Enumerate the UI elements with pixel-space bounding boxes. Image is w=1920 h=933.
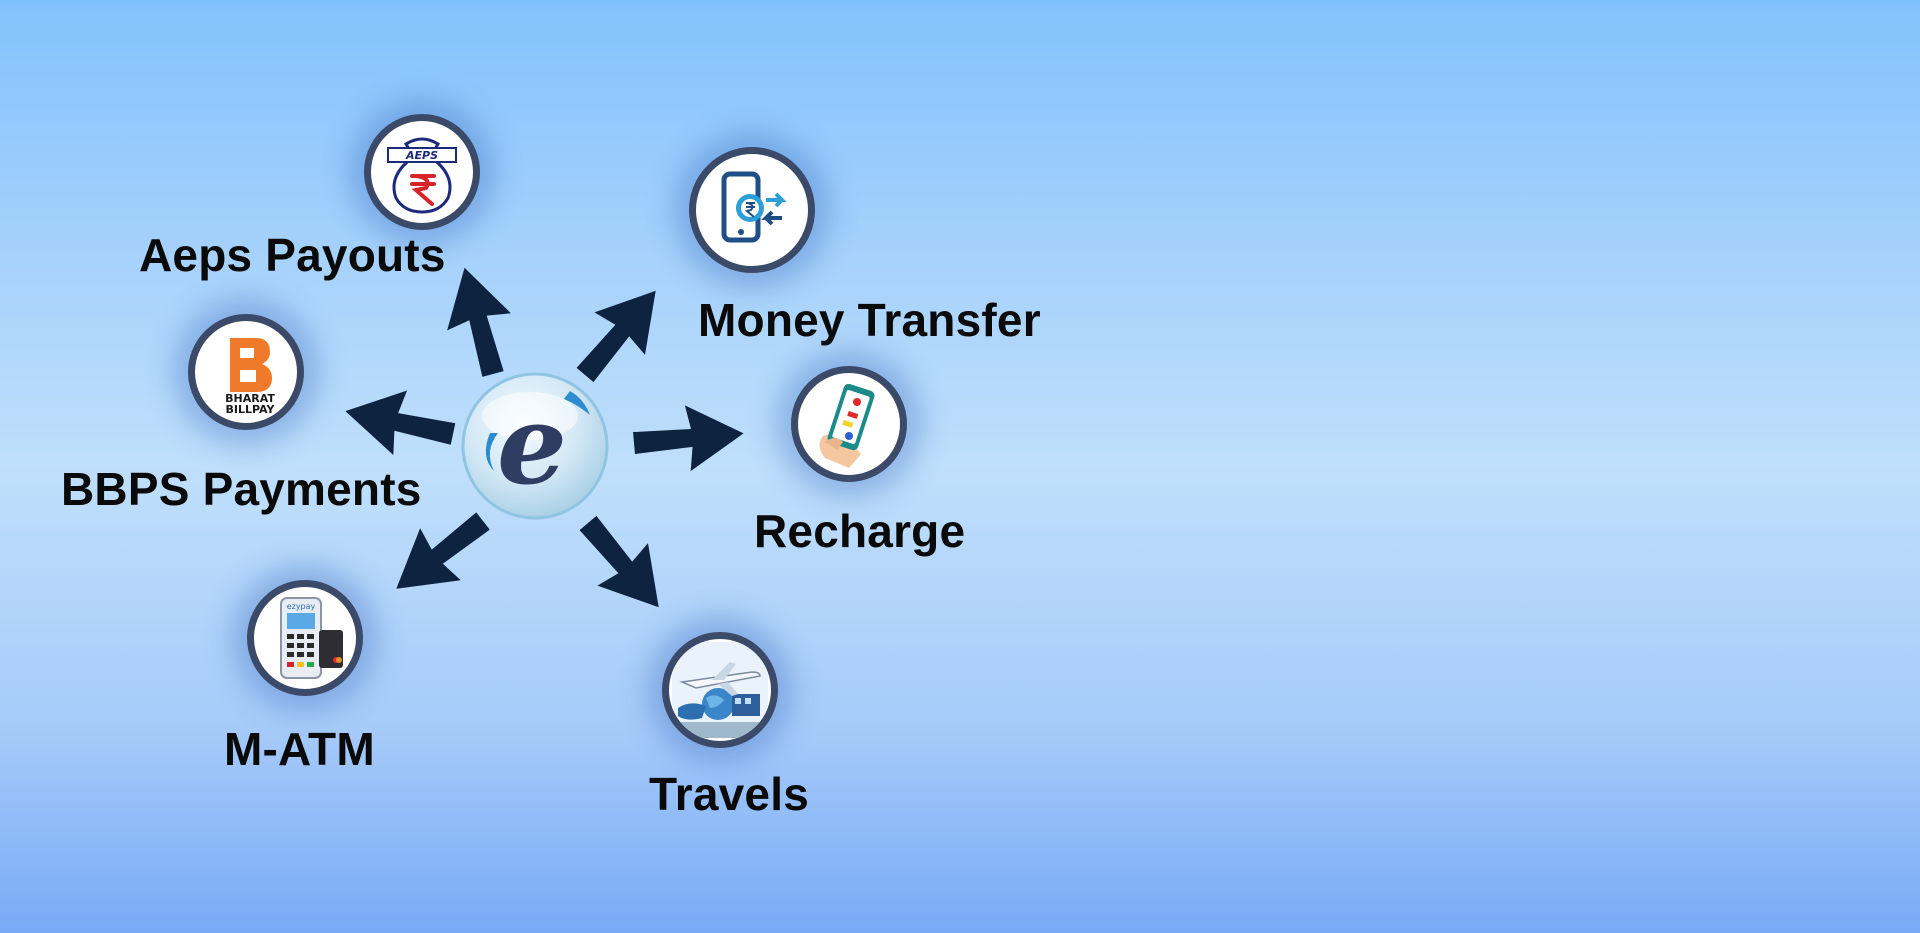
airplane-travel-icon: [672, 642, 768, 738]
bbps-icon-text-1: BHARAT: [225, 392, 275, 405]
aeps-node[interactable]: AEPS: [364, 114, 480, 230]
ezypay-e-logo-icon: e: [461, 372, 609, 520]
mobile-recharge-icon: [819, 383, 875, 468]
matm-icon-text: ezypay: [287, 602, 316, 611]
arrow-bbps: [338, 378, 460, 467]
label-m-atm: M-ATM: [224, 723, 375, 775]
matm-node[interactable]: ezypay: [247, 580, 363, 696]
travels-node[interactable]: [662, 632, 778, 748]
bharat-billpay-icon: BHARAT BILLPAY: [225, 338, 276, 416]
micro-atm-device-icon: ezypay: [280, 597, 343, 679]
bbps-node[interactable]: BHARAT BILLPAY: [188, 314, 304, 430]
hub-logo-letter: e: [497, 380, 567, 509]
label-travels: Travels: [649, 768, 809, 820]
aeps-icon-text: AEPS: [405, 149, 438, 162]
recharge-node[interactable]: [791, 366, 907, 482]
aeps-money-bag-icon: AEPS: [387, 137, 457, 214]
label-money-transfer: Money Transfer: [698, 294, 1041, 346]
phone-rupee-transfer-icon: [721, 171, 787, 243]
hub-logo: e: [460, 371, 610, 521]
money-transfer-node[interactable]: [689, 147, 815, 273]
arrow-aeps: [432, 259, 525, 383]
label-bbps-payments: BBPS Payments: [61, 463, 422, 515]
bbps-icon-text-2: BILLPAY: [226, 403, 276, 416]
arrow-recharge: [631, 400, 747, 476]
label-recharge: Recharge: [754, 505, 966, 557]
label-aeps-payouts: Aeps Payouts: [139, 229, 446, 281]
